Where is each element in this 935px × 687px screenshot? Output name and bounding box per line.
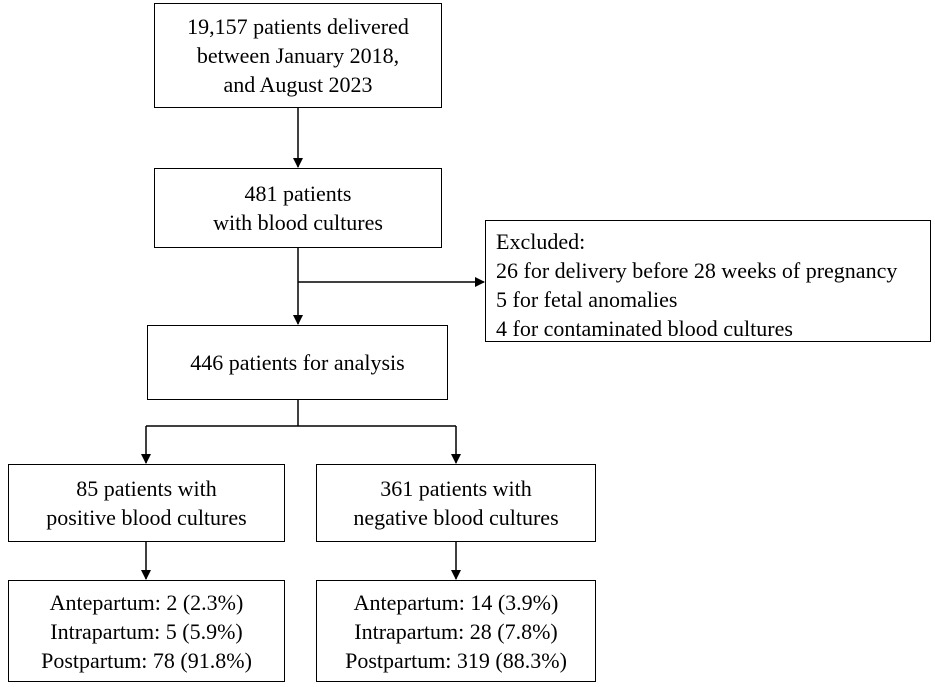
- box-line: Excluded:: [496, 229, 586, 254]
- box-line: Postpartum: 78 (91.8%): [41, 647, 252, 673]
- box-line: negative blood cultures: [353, 505, 559, 530]
- box-line: 19,157 patients delivered: [187, 14, 409, 39]
- box-line: Intrapartum: 28 (7.8%): [354, 618, 558, 644]
- box-line: Antepartum: 14 (3.9%): [353, 589, 559, 615]
- box-line: Postpartum: 319 (88.3%): [345, 647, 567, 673]
- box-blood-cultures: 481 patients with blood cultures: [154, 168, 442, 248]
- box-positive-timing: Antepartum: 2 (2.3%) Intrapartum: 5 (5.9…: [8, 580, 285, 682]
- box-line: 85 patients with: [76, 476, 217, 501]
- box-line: between January 2018,: [196, 43, 400, 68]
- box-negative-cultures: 361 patients with negative blood culture…: [316, 464, 596, 542]
- box-line: Antepartum: 2 (2.3%): [49, 589, 244, 615]
- box-line: 5 for fetal anomalies: [496, 287, 678, 312]
- box-negative-timing: Antepartum: 14 (3.9%) Intrapartum: 28 (7…: [316, 580, 596, 682]
- box-line: with blood cultures: [213, 210, 383, 235]
- box-line: Intrapartum: 5 (5.9%): [50, 618, 243, 644]
- box-delivered-patients: 19,157 patients delivered between Januar…: [154, 3, 442, 108]
- box-line: positive blood cultures: [46, 505, 247, 530]
- box-line: 481 patients: [244, 181, 352, 206]
- box-analysis: 446 patients for analysis: [147, 325, 448, 400]
- box-excluded: Excluded: 26 for delivery before 28 week…: [485, 220, 931, 342]
- box-line: 446 patients for analysis: [190, 350, 405, 375]
- box-line: 26 for delivery before 28 weeks of pregn…: [496, 258, 898, 283]
- box-line: 4 for contaminated blood cultures: [496, 316, 793, 341]
- box-line: 361 patients with: [380, 476, 532, 501]
- box-line: and August 2023: [223, 72, 373, 97]
- box-positive-cultures: 85 patients with positive blood cultures: [8, 464, 285, 542]
